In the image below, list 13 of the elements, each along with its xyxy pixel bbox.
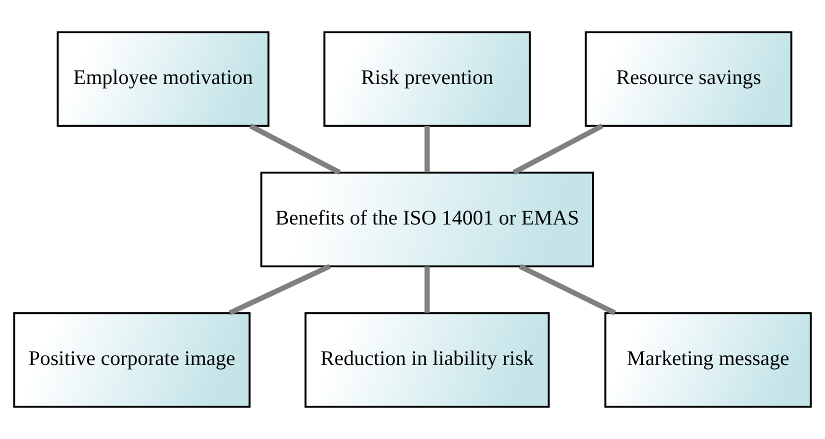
node-box: Reduction in liability risk <box>304 312 550 408</box>
connector <box>512 124 604 175</box>
node-box: Risk prevention <box>323 31 531 127</box>
connector <box>424 126 430 172</box>
connector <box>518 264 616 316</box>
node-box: Positive corporate image <box>13 312 251 408</box>
node-box: Marketing message <box>604 312 812 408</box>
node-box: Employee motivation <box>56 31 270 127</box>
connector <box>424 266 430 313</box>
node-box: Resource savings <box>584 31 792 127</box>
connector <box>228 264 331 316</box>
node-box: Benefits of the ISO 14001 or EMAS <box>260 172 594 268</box>
connector <box>249 124 341 175</box>
